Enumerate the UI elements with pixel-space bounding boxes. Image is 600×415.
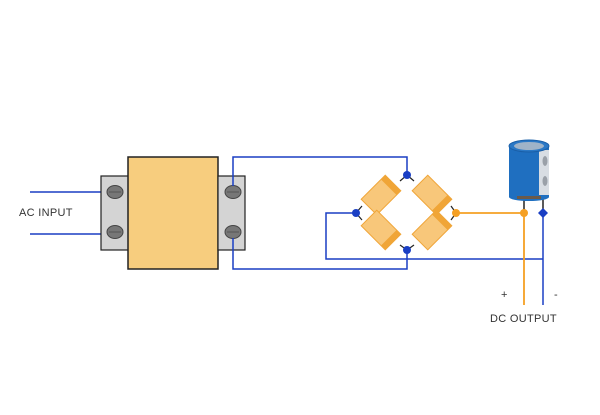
transformer-core <box>127 156 219 270</box>
secondary-screw-bottom <box>224 225 242 239</box>
dc-minus-label: - <box>554 289 558 301</box>
ac-input-label: AC INPUT <box>19 207 73 219</box>
diode-bottom-left <box>360 209 402 251</box>
negative-return-wire <box>325 212 543 260</box>
diode-bottom-right <box>411 209 453 251</box>
diode-top-left <box>360 174 402 216</box>
secondary-screw-top <box>224 185 242 199</box>
capacitor-positive-node <box>520 209 528 217</box>
node-bottom <box>403 246 411 254</box>
primary-screw-top <box>106 185 124 199</box>
primary-screw-bottom <box>106 225 124 239</box>
capacitor-polarity-stripe <box>539 150 549 195</box>
bridge-rectifier <box>352 171 460 254</box>
node-left <box>352 209 360 217</box>
capacitor <box>508 139 550 218</box>
capacitor-negative-node <box>538 208 548 218</box>
node-top <box>403 171 411 179</box>
diode-top-right <box>411 174 453 216</box>
dc-output-label: DC OUTPUT <box>490 313 557 325</box>
dc-plus-label: + <box>501 289 508 301</box>
secondary-wire-top <box>232 156 408 186</box>
